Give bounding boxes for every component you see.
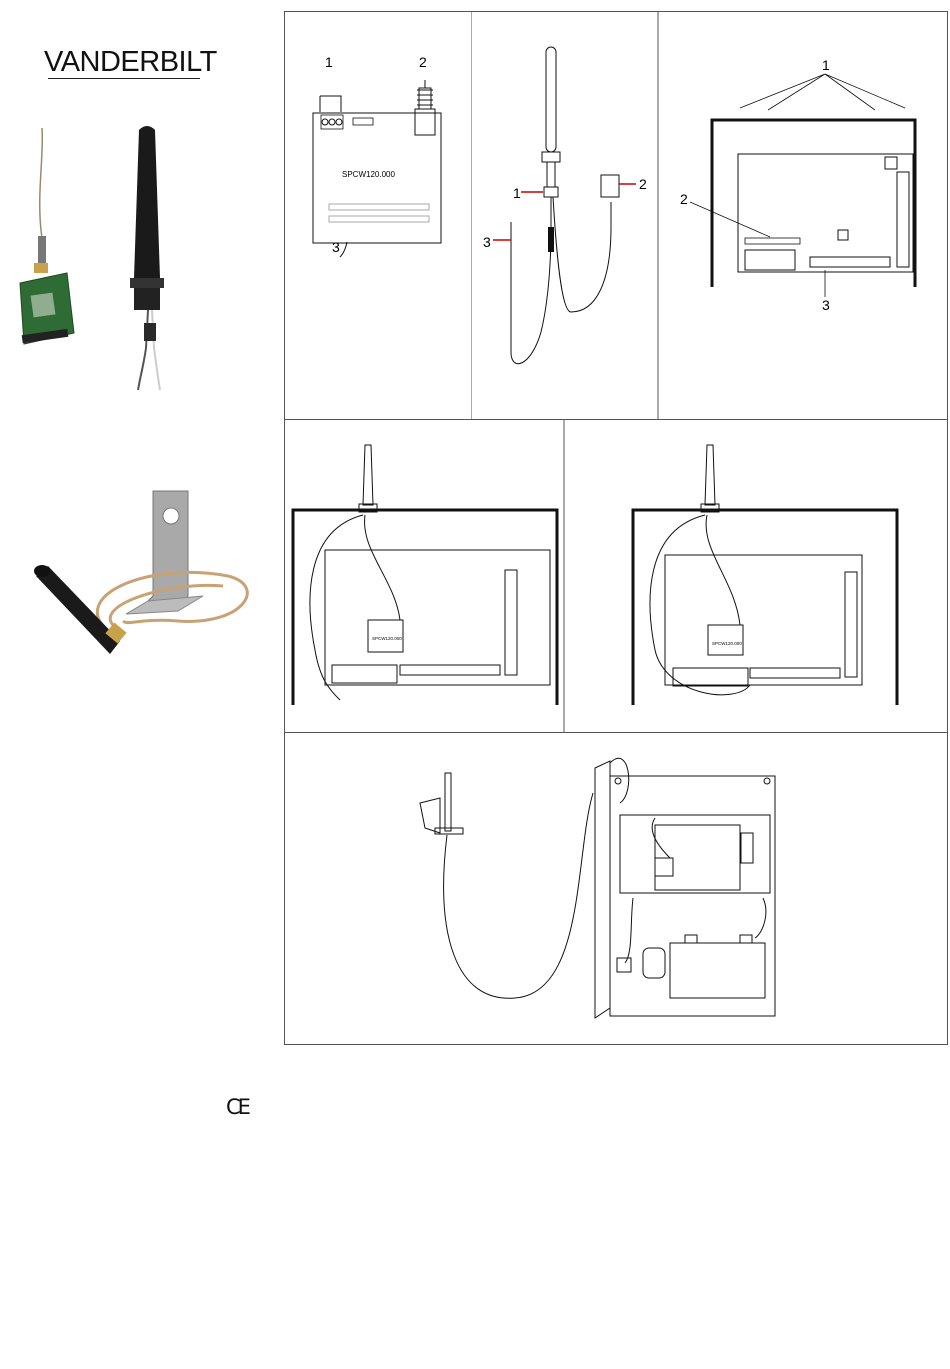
label-3: 3 xyxy=(483,234,491,250)
antenna-bracket-photo xyxy=(28,486,258,686)
label-3: 3 xyxy=(332,239,340,255)
label-1: 1 xyxy=(513,185,521,201)
module-name: SPCW120.000 xyxy=(712,641,742,646)
label-2: 2 xyxy=(680,191,688,207)
label-2: 2 xyxy=(639,176,647,192)
logo-text: VANDERBILT xyxy=(44,48,204,77)
installation-panel-left: SPCW120.000 xyxy=(285,420,565,732)
installation-panel-right: SPCW120.000 xyxy=(565,420,948,732)
module-name: SPCW120.000 xyxy=(372,636,402,641)
label-3: 3 xyxy=(822,297,830,313)
enclosure-positions-panel: 1 2 3 xyxy=(660,12,948,419)
gsm-module-photo xyxy=(12,118,182,398)
vanderbilt-logo: VANDERBILT xyxy=(44,48,204,82)
module-diagram-panel: 1 2 3 SPCW120.000 xyxy=(285,12,471,419)
antenna-cable-panel: 1 2 3 xyxy=(471,12,659,419)
label-2: 2 xyxy=(419,54,427,70)
label-1: 1 xyxy=(325,54,333,70)
logo-underline xyxy=(48,78,200,79)
ce-mark: CE xyxy=(226,1095,248,1119)
module-name: SPCW120.000 xyxy=(342,170,395,179)
label-1: 1 xyxy=(822,57,830,73)
external-antenna-panel xyxy=(285,733,948,1044)
